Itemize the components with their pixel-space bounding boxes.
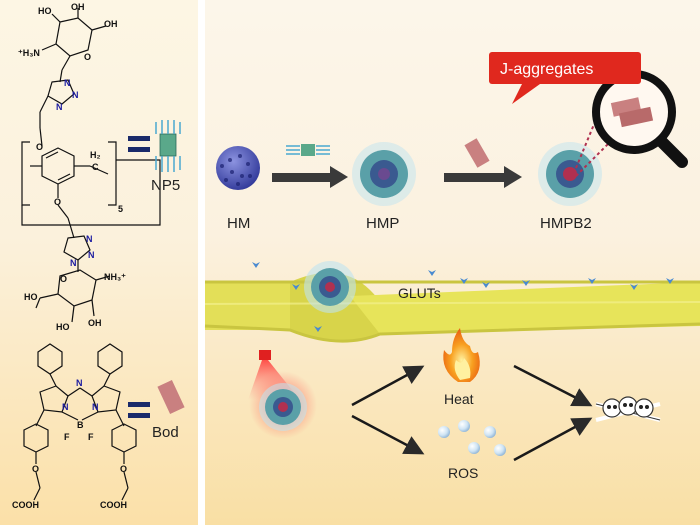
- atom-label: O: [84, 52, 91, 62]
- atom-label: NH₃⁺: [104, 272, 126, 282]
- arrow-to-ros: [351, 414, 425, 455]
- atom-label: COOH: [100, 500, 127, 510]
- atom-label: N: [86, 234, 93, 244]
- atom-label: OH: [104, 19, 118, 29]
- arrow-ros-to-death: [513, 417, 593, 462]
- hm-label: HM: [227, 215, 250, 232]
- hm-pores: [220, 154, 252, 186]
- irradiated-micelle: [259, 383, 307, 431]
- atom-label: N: [64, 78, 71, 88]
- zoom-line-bottom: [575, 139, 613, 177]
- atom-label: O: [60, 274, 67, 284]
- atom-label: H₂: [90, 150, 101, 160]
- atom-label: N: [62, 402, 69, 412]
- micelle-at-membrane: [304, 261, 356, 313]
- glut-receptors: [252, 262, 674, 332]
- atom-label: O: [36, 142, 43, 152]
- np5-small-icon: [286, 144, 330, 156]
- np5-atom-labels: HO OH OH ⁺H₃N O N N N O H₂ C 5 O N N N O…: [18, 2, 126, 332]
- atom-label: F: [88, 432, 94, 442]
- atom-label: HO: [24, 292, 38, 302]
- hmpb2-micelle: [538, 142, 602, 206]
- atom-label: COOH: [12, 500, 39, 510]
- arrow-heat-to-death: [513, 364, 593, 407]
- atom-label: HO: [38, 6, 52, 16]
- atom-label: ⁺H₃N: [18, 48, 40, 58]
- np5-structure: [21, 8, 161, 323]
- atom-label: HO: [56, 322, 70, 332]
- np5-label: NP5: [151, 177, 180, 194]
- ros-bubbles-icon: [438, 420, 506, 456]
- bod-block-icon: [157, 380, 185, 414]
- bod-equals-sign: [128, 402, 150, 418]
- atom-label: F: [64, 432, 70, 442]
- fire-icon: [443, 328, 480, 382]
- left-panel: [0, 0, 198, 525]
- arrow-hm-to-hmp: [272, 166, 348, 188]
- atom-label: C: [92, 162, 99, 172]
- atom-label: N: [56, 102, 63, 112]
- atom-label: N: [76, 378, 83, 388]
- hmp-label: HMP: [366, 215, 399, 232]
- bod-structure: [23, 343, 137, 501]
- gluts-label: GLUTs: [398, 285, 441, 301]
- atom-label: N: [72, 90, 79, 100]
- arrow-to-heat: [351, 365, 425, 407]
- atom-label: O: [32, 464, 39, 474]
- atom-label: 5: [118, 204, 123, 214]
- heat-label: Heat: [444, 391, 474, 407]
- skull-crossbones-icon: [595, 396, 661, 422]
- j-aggregates-label: J-aggregates: [500, 61, 593, 78]
- atom-label: N: [70, 258, 77, 268]
- atom-label: OH: [71, 2, 85, 12]
- arrow-hmp-to-hmpb2: [444, 166, 522, 188]
- atom-label: N: [88, 250, 95, 260]
- atom-label: O: [120, 464, 127, 474]
- ros-label: ROS: [448, 465, 478, 481]
- atom-label: B: [77, 420, 84, 430]
- hmpb2-label: HMPB2: [540, 215, 592, 232]
- hmp-micelle: [352, 142, 416, 206]
- magnifier-icon: [592, 70, 688, 168]
- np5-equals-sign: [128, 136, 150, 152]
- atom-label: OH: [88, 318, 102, 328]
- j-aggregates-callout: [489, 52, 641, 104]
- atom-label: O: [54, 197, 61, 207]
- np5-icon: [155, 120, 181, 172]
- bod-label: Bod: [152, 424, 179, 441]
- cell-membrane: [204, 272, 700, 343]
- bod-small-icon: [464, 138, 490, 168]
- atom-label: N: [92, 402, 99, 412]
- bod-atom-labels: N N N B F F O O COOH COOH: [12, 378, 127, 510]
